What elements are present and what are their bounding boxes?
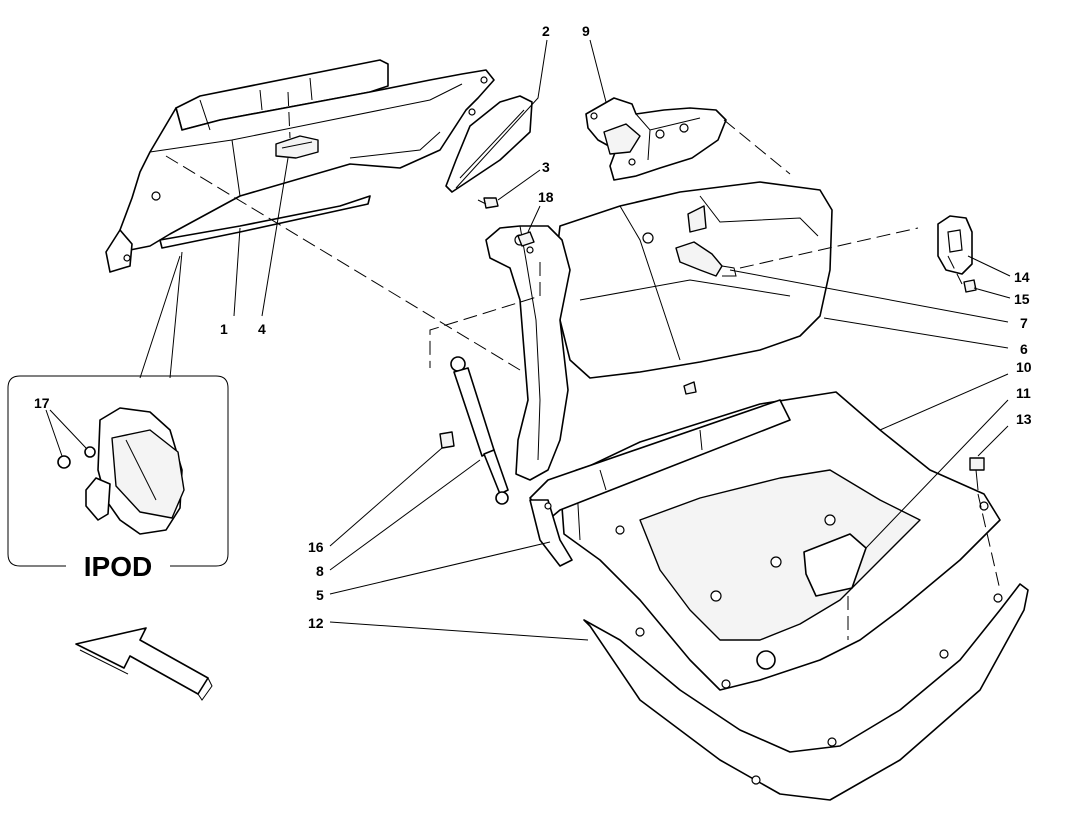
callout-3: 3 xyxy=(542,159,550,175)
gas-strut-part xyxy=(450,356,509,505)
tray-screw-part xyxy=(969,457,985,491)
assembly-lines xyxy=(165,91,1001,640)
lid-panel-part xyxy=(555,181,833,379)
callout-2: 2 xyxy=(542,23,550,39)
housing-latch-part xyxy=(275,135,319,159)
callout-7: 7 xyxy=(1020,315,1028,331)
callout-10: 10 xyxy=(1016,359,1032,375)
callout-16: 16 xyxy=(308,539,324,555)
direction-arrow-icon xyxy=(75,627,213,701)
callout-11: 11 xyxy=(1016,385,1031,401)
striker-part xyxy=(675,241,737,277)
callout-12: 12 xyxy=(308,615,324,631)
hinge-bar-part xyxy=(529,381,791,567)
callout-6: 6 xyxy=(1020,341,1028,357)
callout-18: 18 xyxy=(538,189,554,205)
callout-4: 4 xyxy=(258,321,266,337)
callout-13: 13 xyxy=(1016,411,1032,427)
callout-1: 1 xyxy=(220,321,228,337)
callout-17: 17 xyxy=(34,395,50,411)
pivot-pin-part xyxy=(517,231,535,247)
callout-14: 14 xyxy=(1014,269,1030,285)
callout-15: 15 xyxy=(1014,291,1030,307)
leader-lines xyxy=(139,39,1011,641)
screw-part xyxy=(477,197,499,209)
callout-5: 5 xyxy=(316,587,324,603)
side-cover-part xyxy=(445,95,533,193)
callout-labels: 1 2 3 4 5 6 7 8 9 10 11 12 13 14 15 16 1… xyxy=(34,23,1032,631)
clip-part xyxy=(439,431,455,449)
side-bracket-part xyxy=(937,215,977,293)
hinge-arm-part xyxy=(485,225,571,481)
lock-mechanism-part xyxy=(585,97,727,181)
inset-title: IPOD xyxy=(84,551,152,582)
callout-8: 8 xyxy=(316,563,324,579)
upper-housing-part xyxy=(105,59,495,273)
bottom-panel-part xyxy=(583,583,1029,801)
callout-9: 9 xyxy=(582,23,590,39)
ipod-inset: IPOD xyxy=(7,375,229,582)
